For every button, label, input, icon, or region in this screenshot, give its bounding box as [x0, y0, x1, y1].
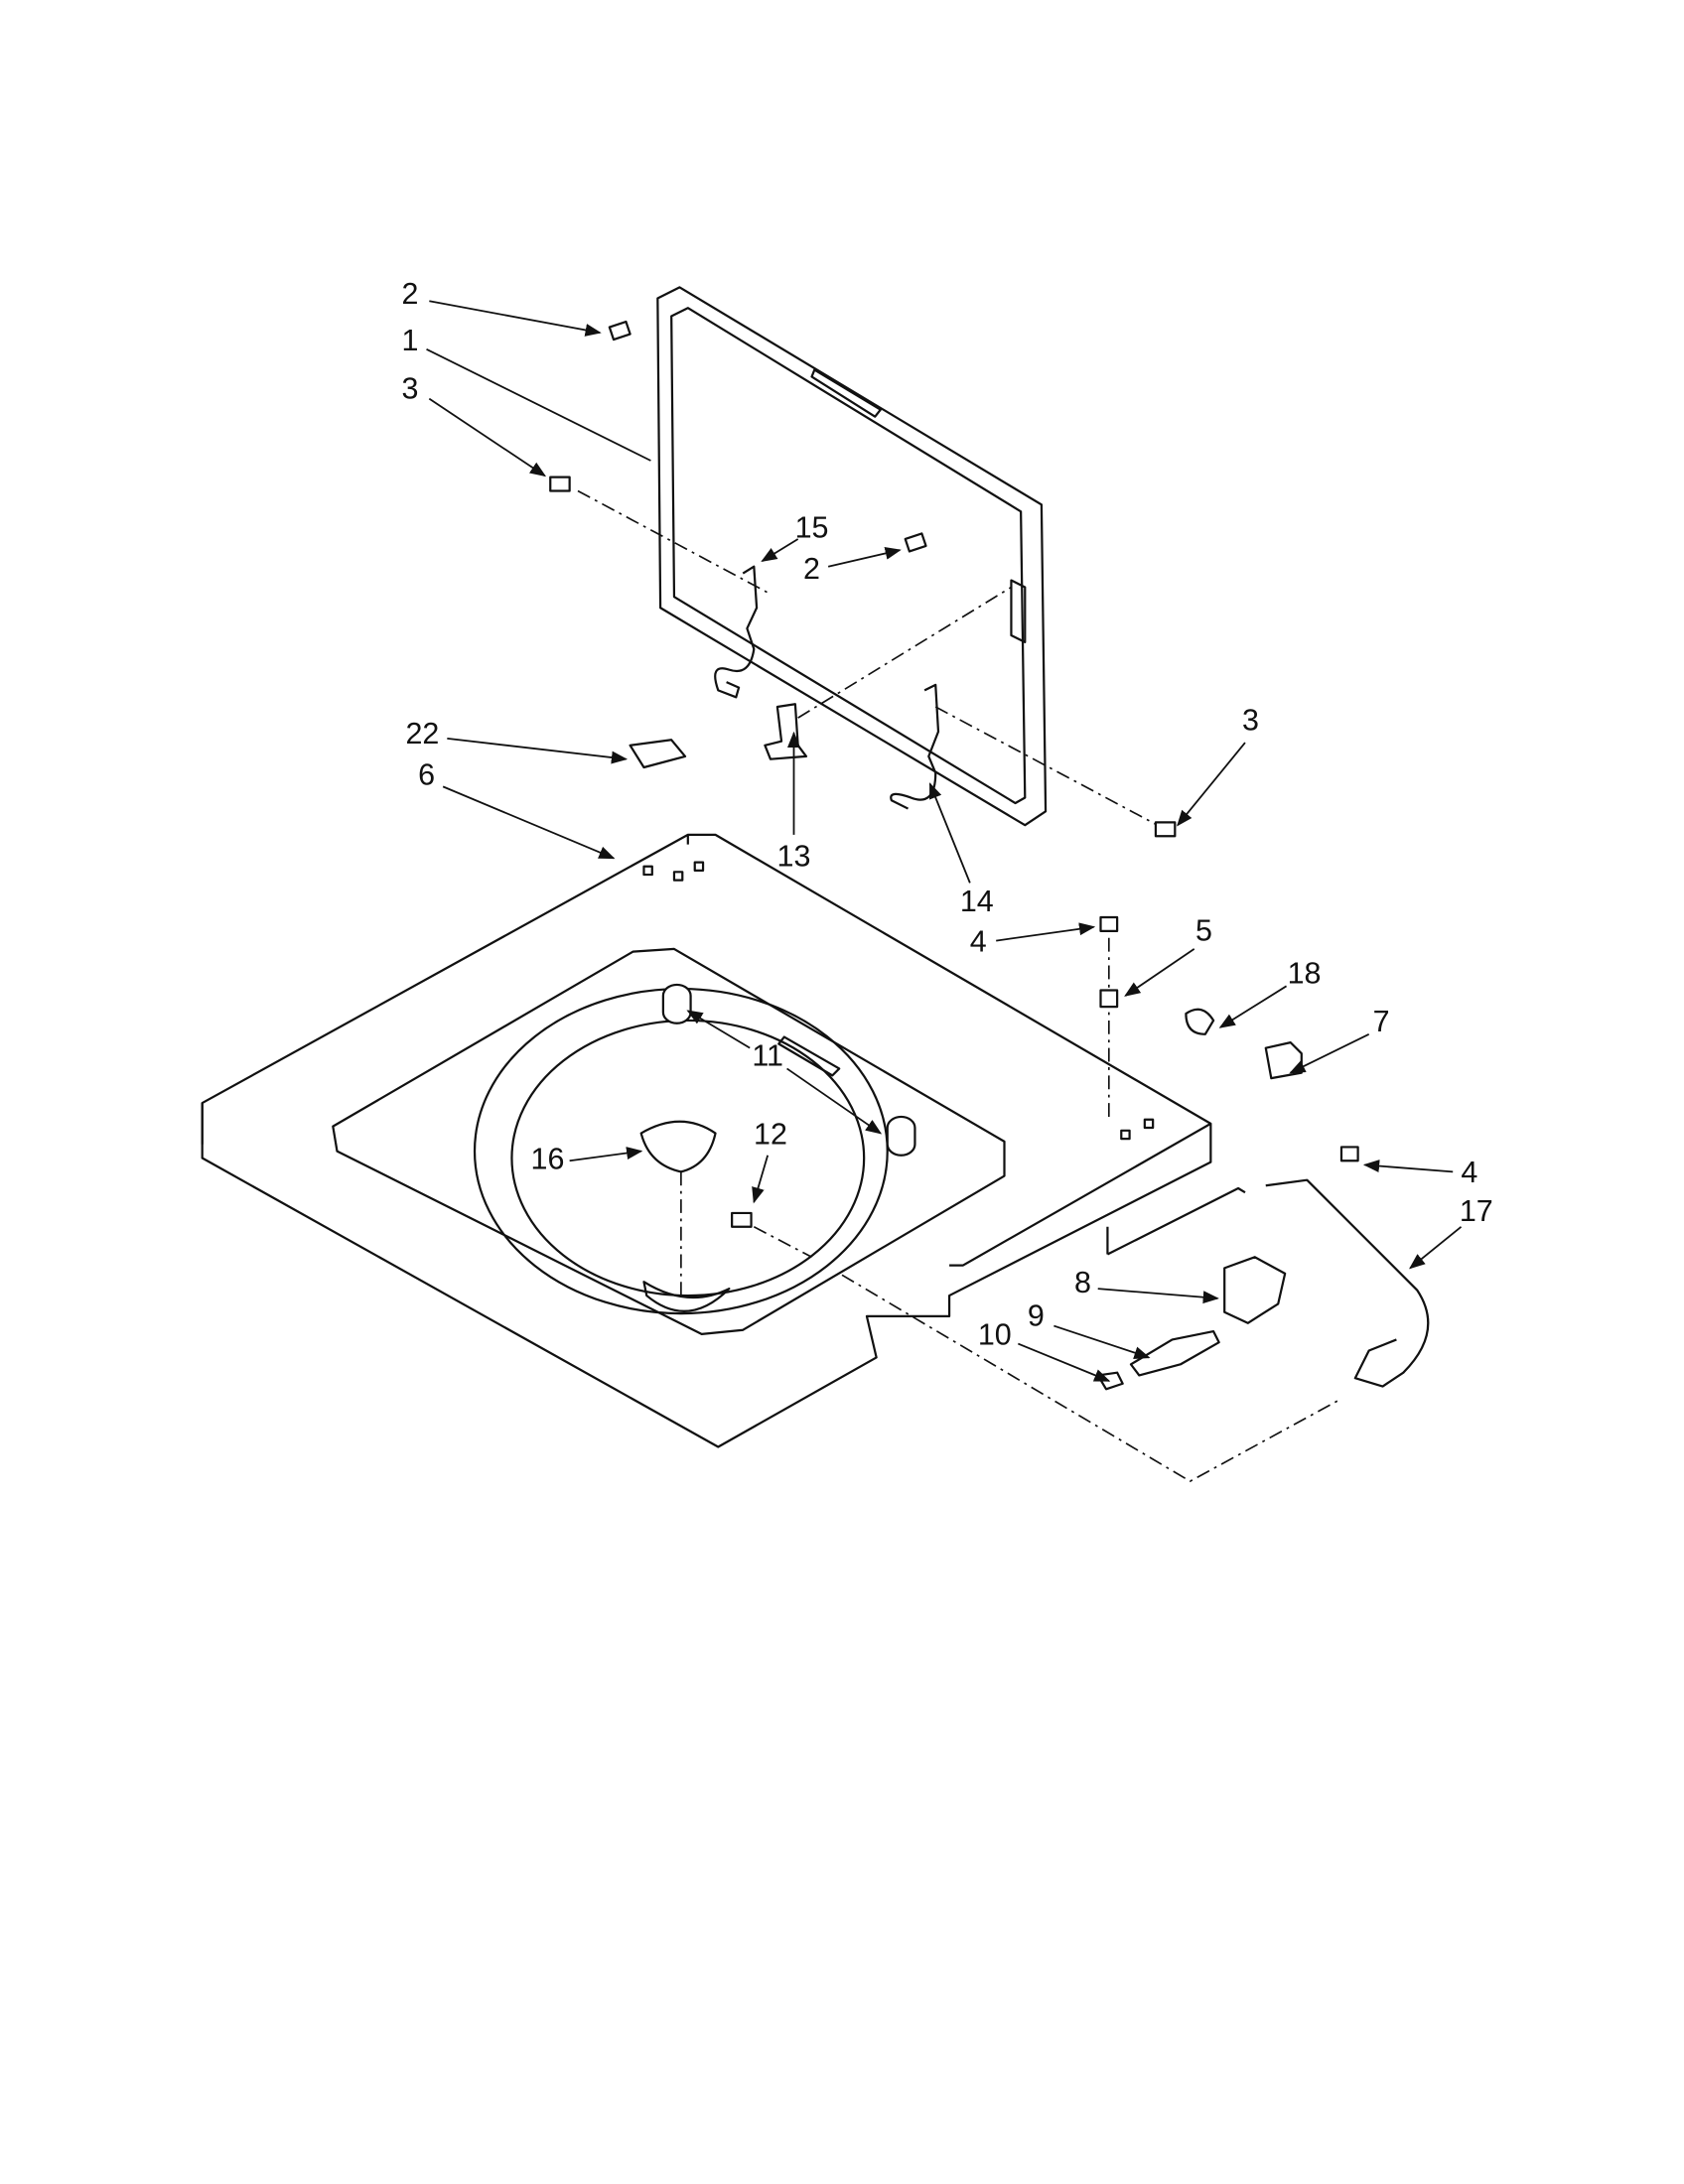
- clip-7: [1264, 1041, 1303, 1080]
- actuator-8: [1223, 1256, 1287, 1324]
- hinge-15: [714, 565, 759, 699]
- callout-16: 16: [531, 1142, 565, 1175]
- callout-4: 4: [1461, 1156, 1477, 1189]
- callout-18: 18: [1288, 956, 1322, 990]
- pin-2-mid: [904, 532, 927, 553]
- screw-12: [731, 1211, 753, 1228]
- callout-9: 9: [1028, 1298, 1045, 1332]
- screw-3-right: [1154, 821, 1177, 838]
- hinge-14: [890, 683, 940, 810]
- callout-12: 12: [754, 1117, 787, 1151]
- bumper-11-left: [661, 983, 692, 1024]
- callout-11: 11: [752, 1038, 783, 1072]
- plunger-9: [1129, 1329, 1220, 1377]
- callout-2: 2: [803, 552, 820, 586]
- callout-6: 6: [418, 758, 435, 792]
- switch-22: [629, 739, 687, 769]
- callout-4: 4: [970, 924, 987, 958]
- clip-18: [1185, 1008, 1215, 1035]
- callout-10: 10: [978, 1318, 1012, 1352]
- callout-3: 3: [401, 371, 418, 405]
- callout-2: 2: [401, 277, 418, 311]
- leader-lines: [426, 300, 1463, 1382]
- callout-5: 5: [1195, 913, 1212, 947]
- callout-22: 22: [405, 717, 439, 751]
- lid-switch-17: [1265, 1178, 1430, 1388]
- callout-13: 13: [777, 839, 811, 873]
- callout-3: 3: [1242, 703, 1259, 737]
- lid-frame: [656, 286, 1048, 827]
- callout-14: 14: [960, 885, 994, 918]
- screw-4-top: [1099, 915, 1119, 932]
- callout-8: 8: [1074, 1266, 1091, 1299]
- cover-16: [639, 1120, 717, 1173]
- screw-4-bottom: [1339, 1146, 1359, 1162]
- callout-7: 7: [1373, 1005, 1390, 1038]
- bracket-13: [764, 703, 808, 760]
- clip-10: [1096, 1371, 1124, 1391]
- screw-3-left: [549, 476, 571, 492]
- callout-1: 1: [401, 324, 418, 357]
- callout-17: 17: [1460, 1194, 1493, 1228]
- nut-5: [1099, 989, 1119, 1009]
- bumper-11-right: [886, 1115, 916, 1157]
- callout-15: 15: [795, 510, 829, 544]
- pin-2-top: [608, 320, 632, 341]
